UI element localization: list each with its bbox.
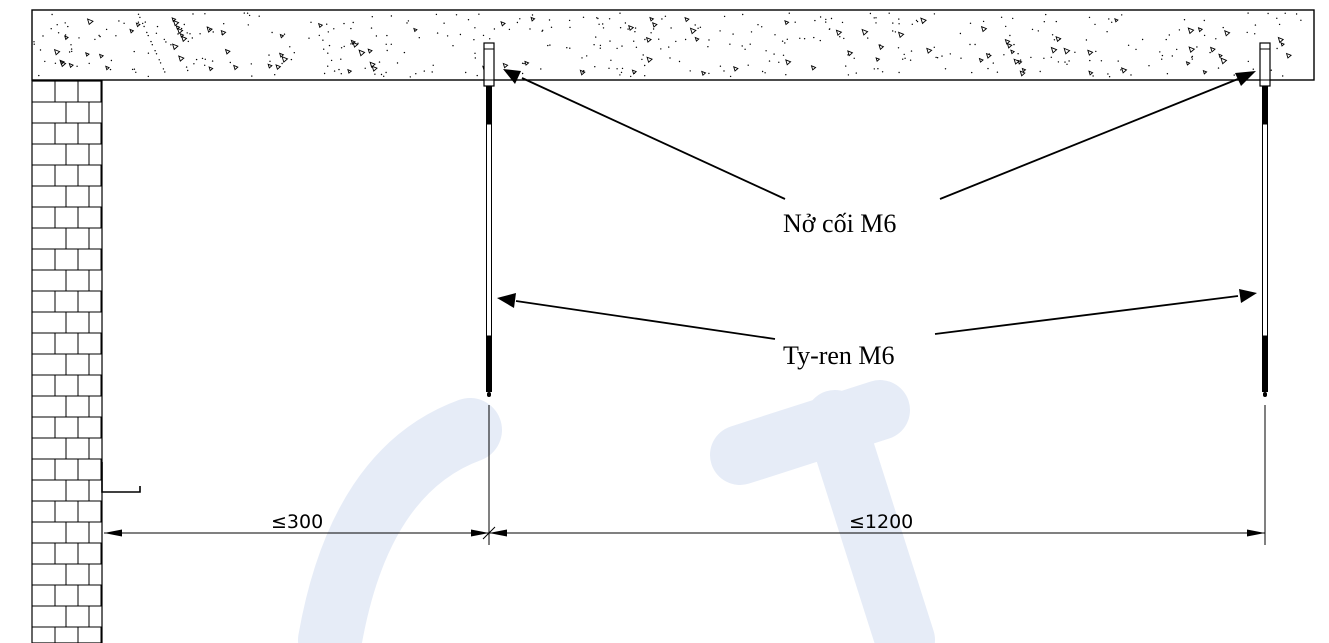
- brick-wall: [31, 80, 103, 643]
- rod-leaders: [497, 289, 1257, 340]
- rod-thread-top-right: [1262, 86, 1268, 124]
- watermark: [298, 380, 935, 643]
- rod-thread-top-left: [486, 86, 492, 124]
- rod-body-right: [1262, 123, 1268, 337]
- arrow-head: [1235, 71, 1256, 86]
- arrow-head: [503, 69, 521, 84]
- threaded-rod-right: [1259, 42, 1271, 397]
- arrow-head: [1239, 289, 1257, 303]
- concrete-slab: [31, 9, 1315, 81]
- rod-body-left: [486, 123, 492, 337]
- rod-thread-bottom-left: [486, 336, 492, 392]
- dimension-hanger-spacing: ≤1200: [849, 511, 913, 533]
- arrow-head: [497, 293, 516, 308]
- dimension-wall-to-hanger: ≤300: [271, 511, 323, 533]
- anchor-label: Nở cối M6: [783, 209, 896, 238]
- threaded-rod-left: [483, 42, 495, 397]
- rod-label: Ty-ren M6: [783, 341, 895, 370]
- wall-bracket: [101, 462, 141, 493]
- anchor-leaders: [503, 69, 1256, 200]
- rod-thread-bottom-right: [1262, 336, 1268, 392]
- dimension-lines: [104, 405, 1266, 545]
